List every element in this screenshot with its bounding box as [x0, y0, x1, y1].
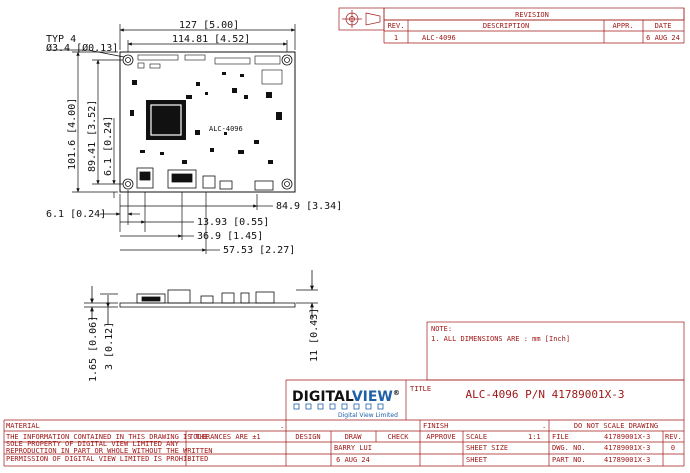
design-label: DESIGN [295, 433, 320, 441]
board-side-view [84, 270, 318, 325]
disclaimer-line-4: PERMISSION OF DIGITAL VIEW LIMITED IS PR… [6, 455, 208, 463]
dwg-value: 41789001X-3 [604, 444, 650, 452]
draw-label: DRAW [345, 433, 363, 441]
do-not-scale: DO NOT SCALE DRAWING [574, 422, 658, 430]
sheet-label: SHEET [466, 456, 488, 464]
dim-hole-offset-v: 6.1 [0.24] [103, 116, 114, 176]
bottom-connectors [136, 167, 274, 191]
file-value: 41789001X-3 [604, 433, 650, 441]
dim-hole: Ø3.4 [Ø0.13] [46, 42, 118, 54]
drawer-name: BARRY LUI [334, 444, 372, 452]
material-value: . [280, 422, 284, 430]
scale-label: SCALE [466, 433, 487, 441]
main-chip [146, 100, 186, 140]
components [130, 72, 282, 164]
dim-side-11: 11 [0.43] [309, 308, 320, 362]
draw-date: 6 AUG 24 [336, 456, 370, 464]
dim-36: 36.9 [1.45] [197, 231, 263, 242]
material-label: MATERIAL [6, 422, 40, 430]
rev-row-description: ALC-4096 [422, 34, 456, 42]
approve-label: APPROVE [426, 433, 456, 441]
dim-57: 57.53 [2.27] [223, 245, 295, 256]
finish-value: . [542, 422, 546, 430]
rev-row-rev: 1 [394, 34, 398, 42]
rev-row-date: 6 AUG 24 [646, 34, 680, 42]
dim-height-holes: 89.41 [3.52] [87, 100, 98, 172]
rev-value: 0 [671, 444, 675, 452]
revision-header: REVISION [515, 11, 549, 19]
mounting-hole-icon [122, 54, 293, 190]
dim-hole-offset-h: 6.1 [0.24] [46, 209, 106, 220]
disclaimer-line-1: THE INFORMATION CONTAINED IN THIS DRAWIN… [6, 433, 208, 441]
rev-col-date: DATE [655, 22, 672, 30]
dim-typ: TYP 4 [46, 34, 76, 45]
finish-label: FINISH [423, 422, 448, 430]
rev-col-description: DESCRIPTION [483, 22, 529, 30]
rev-label: REV. [665, 433, 682, 441]
note-line-1: 1. ALL DIMENSIONS ARE : mm [Inch] [431, 335, 570, 343]
part-label: PART NO. [552, 456, 586, 464]
dwg-label: DWG. NO. [552, 444, 586, 452]
board-label: ALC-4096 [209, 125, 243, 133]
dim-13: 13.93 [0.55] [197, 217, 269, 228]
revision-block: REVISION REV. DESCRIPTION APPR. DATE 1 A… [338, 7, 685, 44]
dim-side-3: 3 [0.12] [104, 322, 115, 370]
dim-84: 84.9 [3.34] [276, 201, 342, 212]
board-top-view: ALC-4096 [119, 51, 296, 193]
title-label: TITLE [410, 385, 431, 393]
file-label: FILE [552, 433, 569, 441]
disclaimer-line-3: REPRODUCTION IN PART OR WHOLE WITHOUT TH… [6, 447, 213, 455]
part-value: 41789001X-3 [604, 456, 650, 464]
logo-digital: DIGITALVIEW® [292, 389, 400, 405]
logo-subtitle: Digital View Limited [338, 412, 398, 419]
dim-side-165: 1.65 [0.06] [88, 316, 99, 382]
scale-value: 1:1 [528, 433, 541, 441]
title-block: DIGITALVIEW® Digital View Limited TITLE … [3, 379, 685, 467]
top-connectors [137, 54, 283, 85]
drawing-title: ALC-4096 P/N 41789001X-3 [466, 388, 625, 401]
rev-col-appr: APPR. [612, 22, 633, 30]
rev-col-rev: REV. [388, 22, 405, 30]
note-box: NOTE: 1. ALL DIMENSIONS ARE : mm [Inch] [426, 321, 685, 381]
dim-height-total: 101.6 [4.00] [67, 98, 78, 170]
dim-width-total: 127 [5.00] [179, 20, 239, 31]
logo-squares-icon [293, 403, 384, 410]
check-label: CHECK [387, 433, 409, 441]
tolerances: TOLERANCES ARE ±1 [189, 433, 261, 441]
note-title: NOTE: [431, 325, 452, 333]
sheet-size-label: SHEET SIZE [466, 444, 508, 452]
dim-width-holes: 114.81 [4.52] [172, 34, 250, 45]
disclaimer-line-2: SOLE PROPERTY OF DIGITAL VIEW LIMITED AN… [6, 440, 180, 448]
top-dimensions [48, 24, 296, 254]
